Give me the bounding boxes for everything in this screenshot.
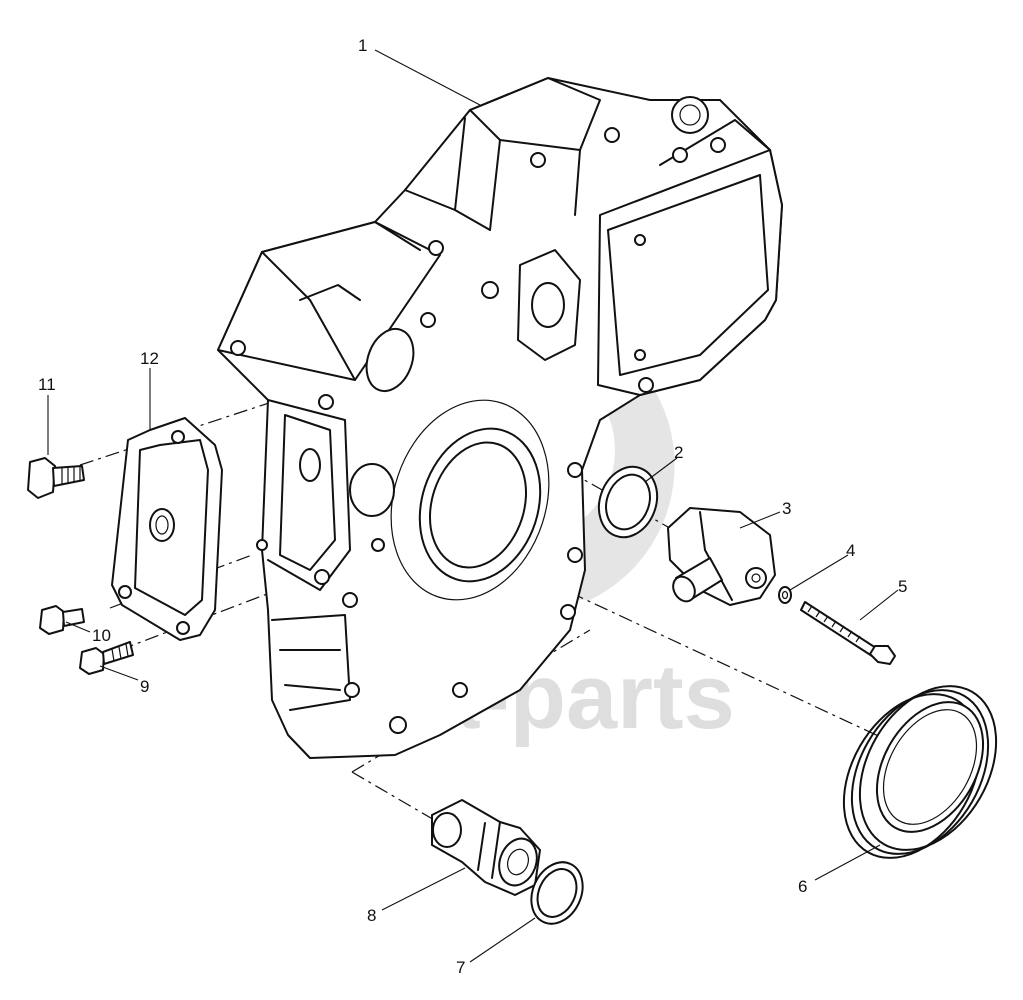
part-11-bolt bbox=[27, 457, 85, 499]
callout-12: 12 bbox=[140, 349, 159, 368]
housing-bolt-bosses bbox=[230, 127, 726, 734]
part-9-bolt bbox=[79, 641, 134, 675]
part-5-long-bolt bbox=[800, 601, 896, 665]
part-10-bolt bbox=[39, 605, 85, 635]
callout-8: 8 bbox=[367, 906, 376, 925]
callout-1: 1 bbox=[358, 36, 367, 55]
part-2-o-ring bbox=[597, 465, 659, 539]
part-3-elbow-housing bbox=[667, 507, 776, 606]
part-1-timing-housing bbox=[217, 77, 783, 759]
callout-7: 7 bbox=[456, 958, 465, 977]
callout-labels: 1 2 3 4 5 6 7 8 9 10 11 12 bbox=[38, 36, 907, 977]
callout-9: 9 bbox=[140, 677, 149, 696]
leader-lines bbox=[47, 49, 899, 963]
callout-3: 3 bbox=[782, 499, 791, 518]
callout-6: 6 bbox=[798, 877, 807, 896]
part-12-cover-plate bbox=[111, 417, 223, 641]
callout-4: 4 bbox=[846, 541, 855, 560]
part-4-washer bbox=[778, 586, 792, 604]
part-6-oil-seal bbox=[842, 685, 998, 859]
callout-5: 5 bbox=[898, 577, 907, 596]
part-7-o-ring bbox=[530, 861, 584, 925]
callout-2: 2 bbox=[674, 443, 683, 462]
callout-10: 10 bbox=[92, 626, 111, 645]
callout-11: 11 bbox=[38, 375, 56, 394]
part-8-plug bbox=[431, 799, 541, 896]
